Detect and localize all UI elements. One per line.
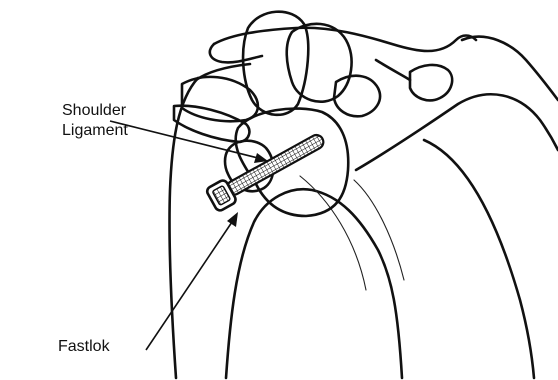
fastlok-leader-arrow	[146, 212, 238, 350]
muscle-bundles	[174, 12, 380, 142]
